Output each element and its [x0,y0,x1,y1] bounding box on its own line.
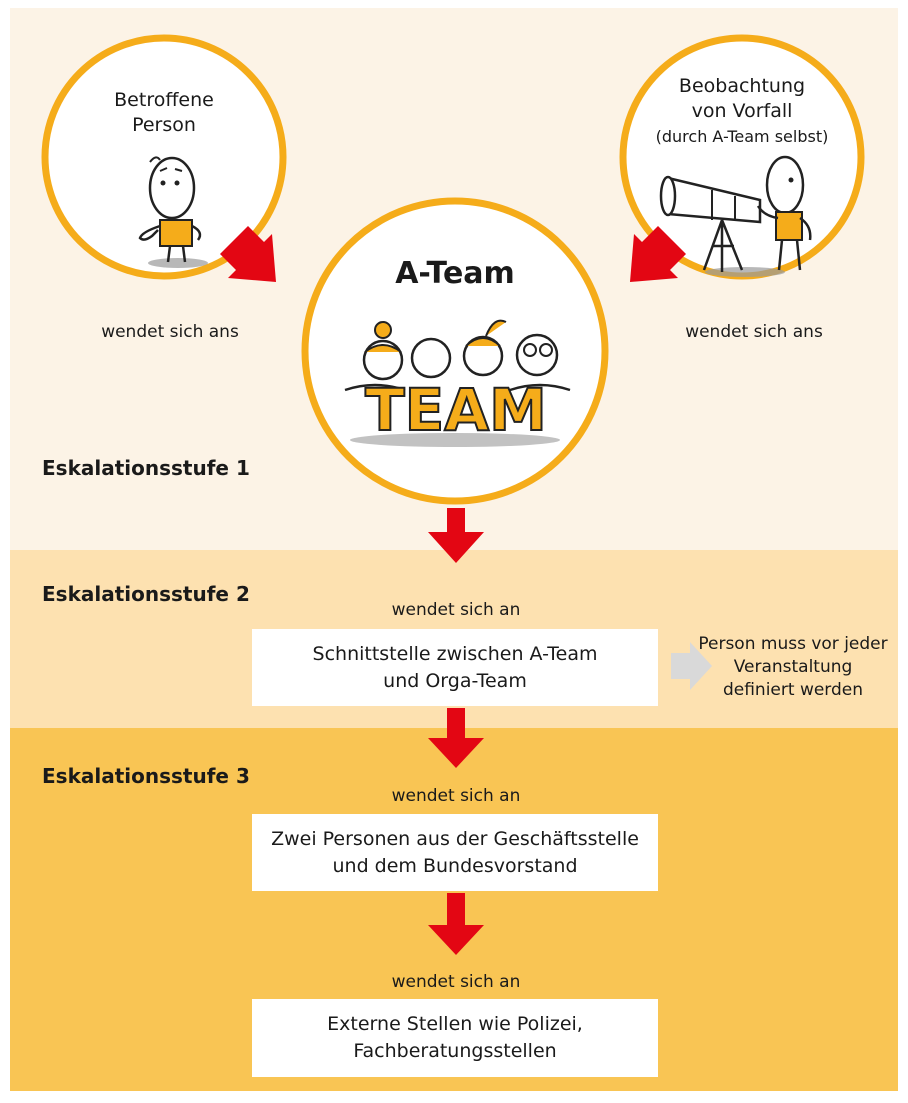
external-box-line-2: Fachberatungsstellen [353,1040,557,1062]
interface-box: Schnittstelle zwischen A-Team und Orga-T… [252,629,658,706]
thinking-person-icon [138,156,208,268]
external-box: Externe Stellen wie Polizei, Fachberatun… [252,999,658,1077]
a-team-circle [301,197,609,505]
team-figures-icon: TEAM [344,319,571,447]
red-arrow-left [220,226,276,282]
office-board-box-line-1: Zwei Personen aus der Geschäftsstelle [271,827,639,850]
affected-person-line-1: Betroffene [114,89,214,111]
a-team-title: A-Team [395,256,515,291]
external-box-line-1: Externe Stellen wie Polizei, [327,1013,583,1035]
office-board-box: Zwei Personen aus der Geschäftsstelle un… [252,814,658,891]
stage-2-action: wendet sich an [391,600,521,620]
red-arrow-down-3 [428,893,484,955]
team-word: TEAM [365,376,547,444]
interface-note-line-1: Person muss vor jeder [698,634,888,654]
red-arrow-right [630,226,686,282]
interface-note-line-3: definiert werden [722,680,864,700]
interface-box-line-1: Schnittstelle zwischen A-Team [312,642,598,665]
interface-note-line-2: Veranstaltung [733,657,853,677]
stage-3-heading: Eskalationsstufe 3 [42,764,250,788]
observation-line-1: Beobachtung [678,75,806,97]
right-action-label: wendet sich ans [685,322,823,342]
external-action: wendet sich an [391,972,521,992]
affected-person-circle [41,34,287,280]
affected-person-line-2: Person [132,114,196,136]
office-board-box-line-2: und dem Bundesvorstand [332,854,578,877]
red-arrow-down-1 [428,508,484,563]
affected-person-label: Betroffene Person [64,88,264,138]
interface-box-line-2: und Orga-Team [383,669,527,692]
observation-line-2: von Vorfall [691,100,793,122]
red-arrow-down-2 [428,708,484,768]
stage-2-heading: Eskalationsstufe 2 [42,582,250,606]
interface-note: Person muss vor jeder Veranstaltung defi… [678,633,908,702]
telescope-observer-icon [659,155,812,277]
stage-1-heading: Eskalationsstufe 1 [42,456,250,480]
grey-arrow-right [671,642,712,690]
observation-label: Beobachtung von Vorfall (durch A-Team se… [642,74,842,149]
observation-line-3: (durch A-Team selbst) [655,127,829,146]
stage-3-action: wendet sich an [391,786,521,806]
left-action-label: wendet sich ans [101,322,239,342]
